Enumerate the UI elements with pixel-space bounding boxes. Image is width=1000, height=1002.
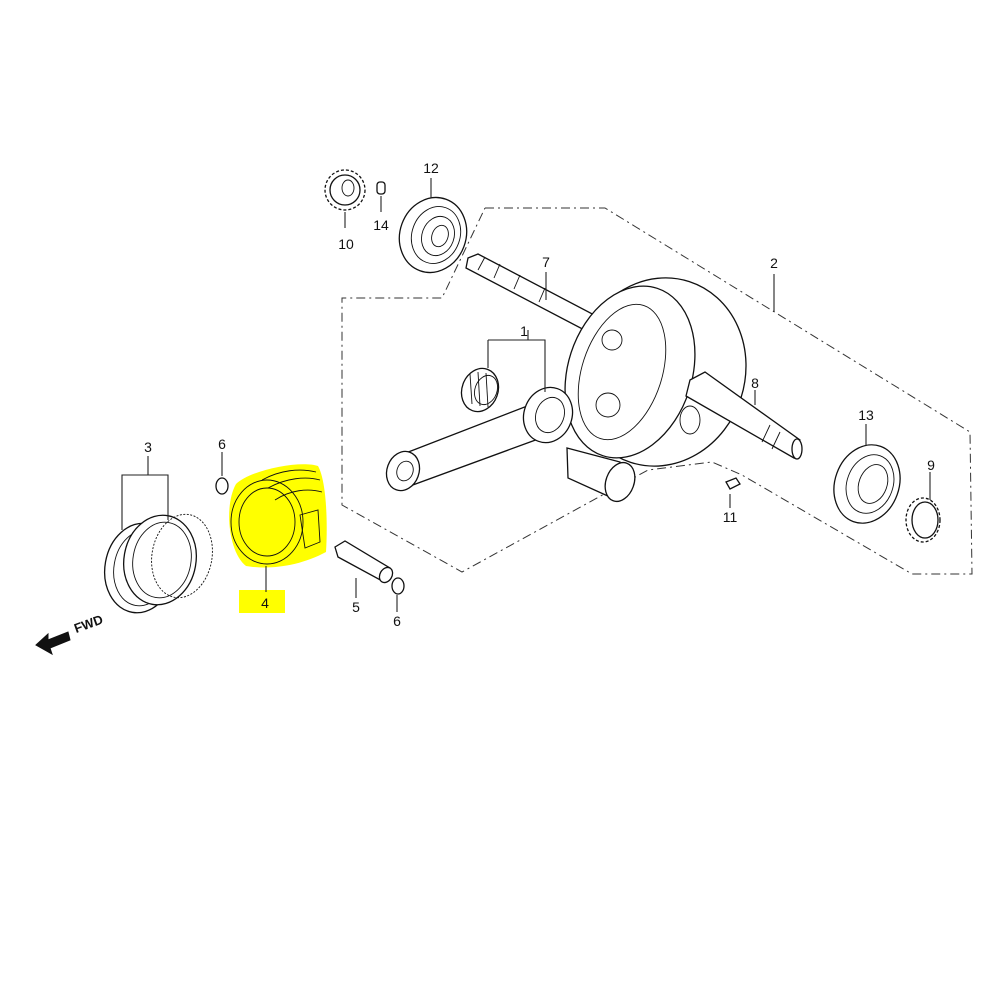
assembly-group-outline [341,207,973,575]
label-4-highlight [239,590,285,613]
leader-lines [121,178,931,612]
needle-bearing-1 [460,367,500,413]
label-3: 3 [144,439,152,455]
circlip-6-right [391,577,405,595]
label-12: 12 [423,160,439,176]
label-9: 9 [927,457,935,473]
piston-highlight [229,464,327,568]
label-6-right: 6 [393,613,401,629]
crankshaft-right-8 [685,371,803,460]
label-7: 7 [542,254,550,270]
label-5: 5 [352,599,360,615]
gear-10 [324,169,366,211]
circlip-6-left [215,477,229,495]
label-14: 14 [373,217,389,233]
fwd-label: FWD [72,612,105,636]
label-4: 4 [261,595,269,611]
fwd-arrow-icon [35,631,71,656]
label-10: 10 [338,236,354,252]
label-13: 13 [858,407,874,423]
label-6-left: 6 [218,436,226,452]
label-8: 8 [751,375,759,391]
key-14 [376,181,386,195]
piston-rings-3 [104,513,213,614]
label-11: 11 [723,509,738,525]
crank-web [564,277,747,467]
key-11 [725,477,741,490]
label-2: 2 [770,255,778,271]
bearing-13 [833,444,901,524]
bearing-12 [398,196,468,274]
crank-pin [566,447,636,503]
piston-4 [229,464,327,613]
label-1: 1 [520,323,528,339]
crankshaft-left-7 [465,253,601,335]
gear-9 [905,497,941,543]
piston-pin-5 [334,540,394,584]
connecting-rod [385,386,574,492]
